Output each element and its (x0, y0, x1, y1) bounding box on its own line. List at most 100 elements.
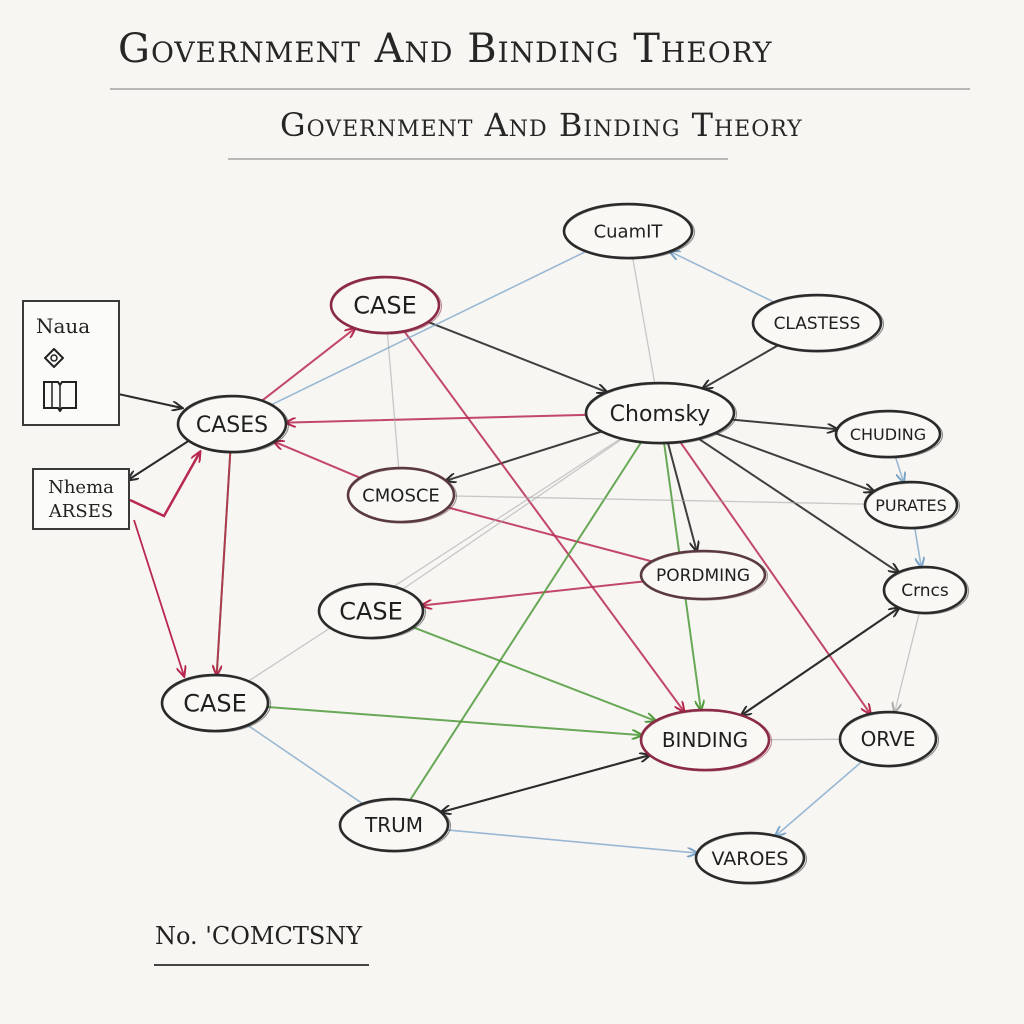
edge-clastess-to-cuamit (670, 251, 776, 304)
edge-cmosce-to-cases (274, 442, 362, 479)
node-crncs: Crncs (882, 565, 970, 615)
edge-case_mid-to-chomsky (401, 438, 623, 591)
node-label: TRUM (364, 813, 423, 837)
node-clastess: CLASTESS (751, 293, 885, 353)
node-outline-shadow (339, 799, 452, 853)
diamond-icon (44, 348, 64, 368)
edge-chomsky-to-cuamit (632, 257, 656, 384)
edge-binding-to-trum (441, 754, 651, 812)
node-purates: PURATES (863, 480, 961, 530)
node-chuding: CHUDING (834, 409, 944, 459)
node-label: PORDMING (656, 566, 750, 586)
node-label: Crncs (901, 581, 949, 601)
edge-case_top-to-chomsky (427, 320, 607, 392)
node-label: CASE (353, 292, 417, 320)
connector-smallbox-red (129, 452, 200, 518)
edge-cases-to-case_top (261, 328, 355, 402)
node-outline-shadow (347, 468, 458, 524)
node-outline-shadow (318, 584, 427, 640)
connector-smallbox-to-case-low (133, 519, 184, 676)
edge-case_mid-to-binding (411, 626, 656, 721)
edge-chomsky-to-purates (713, 432, 874, 491)
edge-chuding-to-purates (894, 455, 903, 483)
node-label: BINDING (662, 728, 748, 752)
book-icon (43, 381, 77, 412)
node-label: VAROES (711, 848, 788, 870)
node-orve: ORVE (838, 710, 940, 768)
node-outline-shadow (640, 710, 773, 772)
diagram-subtitle: Government And Binding Theory (280, 106, 803, 144)
node-outline-shadow (864, 482, 961, 530)
edge-clastess-to-chomsky (703, 344, 780, 388)
title-underline (110, 88, 970, 90)
edge-case_top-to-cmosce (386, 332, 400, 469)
node-case_low: CASE (160, 673, 272, 733)
node-case_mid: CASE (317, 582, 427, 640)
node-trum: TRUM (338, 797, 452, 853)
edge-chomsky-to-pordming (666, 441, 697, 551)
node-outline-shadow (883, 567, 970, 615)
node-outline-shadow (563, 204, 696, 260)
node-cmosce: CMOSCE (346, 466, 458, 524)
node-label: CMOSCE (362, 485, 440, 506)
note-box: Naua (22, 300, 120, 426)
node-case_top: CASE (329, 275, 443, 335)
node-outline-shadow (585, 383, 738, 445)
small-box: Nhema ARSES (32, 468, 130, 530)
node-binding: BINDING (639, 708, 773, 772)
edge-cuamit-to-cases (270, 250, 587, 406)
edge-pordming-to-case_mid (422, 580, 645, 606)
subtitle-underline (228, 158, 728, 160)
edge-chomsky-to-cmosce (446, 430, 603, 481)
node-outline-shadow (695, 833, 808, 885)
edge-trum-to-varoes (446, 829, 697, 853)
edge-case_low-to-binding (266, 706, 642, 735)
connector-cases-to-smallbox (128, 439, 191, 480)
small-box-line1: Nhema (48, 477, 114, 498)
node-outline-shadow (161, 675, 272, 733)
edge-chomsky-to-crncs (697, 437, 898, 573)
node-outline-shadow (752, 295, 885, 353)
node-label: ORVE (861, 727, 916, 751)
node-outline-shadow (330, 277, 443, 335)
edge-case_low-to-trum (246, 724, 364, 805)
node-label: Chomsky (610, 402, 711, 427)
edges-layer (217, 251, 922, 853)
node-cases: CASES (176, 394, 290, 454)
edge-case_low-to-chomsky (247, 437, 622, 682)
node-label: CASE (339, 598, 403, 626)
node-label: CASE (183, 690, 247, 718)
node-label: CHUDING (850, 425, 926, 444)
edge-crncs-to-orve (895, 612, 920, 713)
node-varoes: VAROES (694, 831, 808, 885)
node-chomsky: Chomsky (584, 381, 738, 445)
node-outline-shadow (640, 551, 769, 601)
diagram-title: Government And Binding Theory (118, 26, 773, 72)
nodes-layer: CuamIT CASE CLASTESS Chomsky CASES CHUDING CMO… (160, 202, 970, 885)
node-outline-shadow (839, 712, 940, 768)
node-label: CuamIT (594, 221, 664, 242)
footer-underline (154, 964, 369, 966)
edge-trum-to-chomsky (409, 441, 643, 802)
node-outline-shadow (177, 396, 290, 454)
edge-orve-to-varoes (776, 760, 863, 836)
edge-binding-to-crncs (740, 608, 899, 717)
node-label: CASES (196, 413, 268, 438)
edge-cmosce-to-purates (453, 495, 866, 505)
node-label: PURATES (875, 496, 947, 515)
node-label: CLASTESS (774, 314, 861, 334)
edge-purates-to-crncs (913, 527, 921, 567)
edge-case_top-to-binding (403, 330, 684, 711)
edge-chomsky-to-chuding (731, 418, 837, 430)
small-box-line2: ARSES (48, 501, 114, 522)
footer-note: No. 'COMCTSNY (155, 922, 363, 950)
edge-chomsky-to-cases (286, 413, 588, 423)
node-cuamit: CuamIT (562, 202, 696, 260)
node-pordming: PORDMING (639, 549, 769, 601)
note-box-title: Naua (36, 314, 91, 338)
edge-cases-to-case_low (217, 451, 232, 675)
node-outline-shadow (835, 411, 944, 459)
edge-cmosce-to-pordming (447, 506, 653, 563)
